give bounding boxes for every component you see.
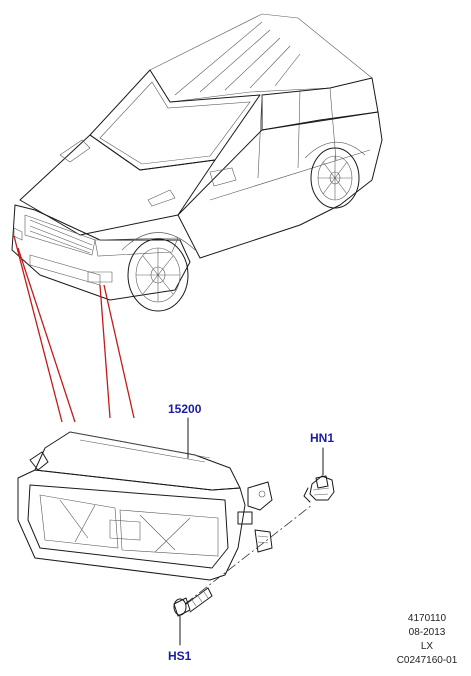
leader-line-right-inner xyxy=(103,284,135,419)
callout-hs1[interactable]: HS1 xyxy=(168,649,192,663)
leader-line-right-outer xyxy=(99,284,111,419)
reference-date: 08-2013 xyxy=(408,627,446,638)
leader-line-left-inner xyxy=(17,247,76,423)
leader-lines xyxy=(13,235,135,423)
reference-model: LX xyxy=(420,641,434,652)
reference-illustration-code: C0247160-01 xyxy=(396,655,458,666)
bulb-part xyxy=(303,447,335,503)
assembly-axis-line xyxy=(184,504,313,605)
screw-part xyxy=(173,587,213,646)
reference-part-number: 4170110 xyxy=(407,613,447,624)
vehicle-illustration xyxy=(11,13,383,312)
fog-lamp-assembly xyxy=(17,431,273,581)
callout-hn1[interactable]: HN1 xyxy=(310,431,334,445)
leader-line-left-outer xyxy=(13,235,63,423)
callout-15200[interactable]: 15200 xyxy=(168,402,202,416)
